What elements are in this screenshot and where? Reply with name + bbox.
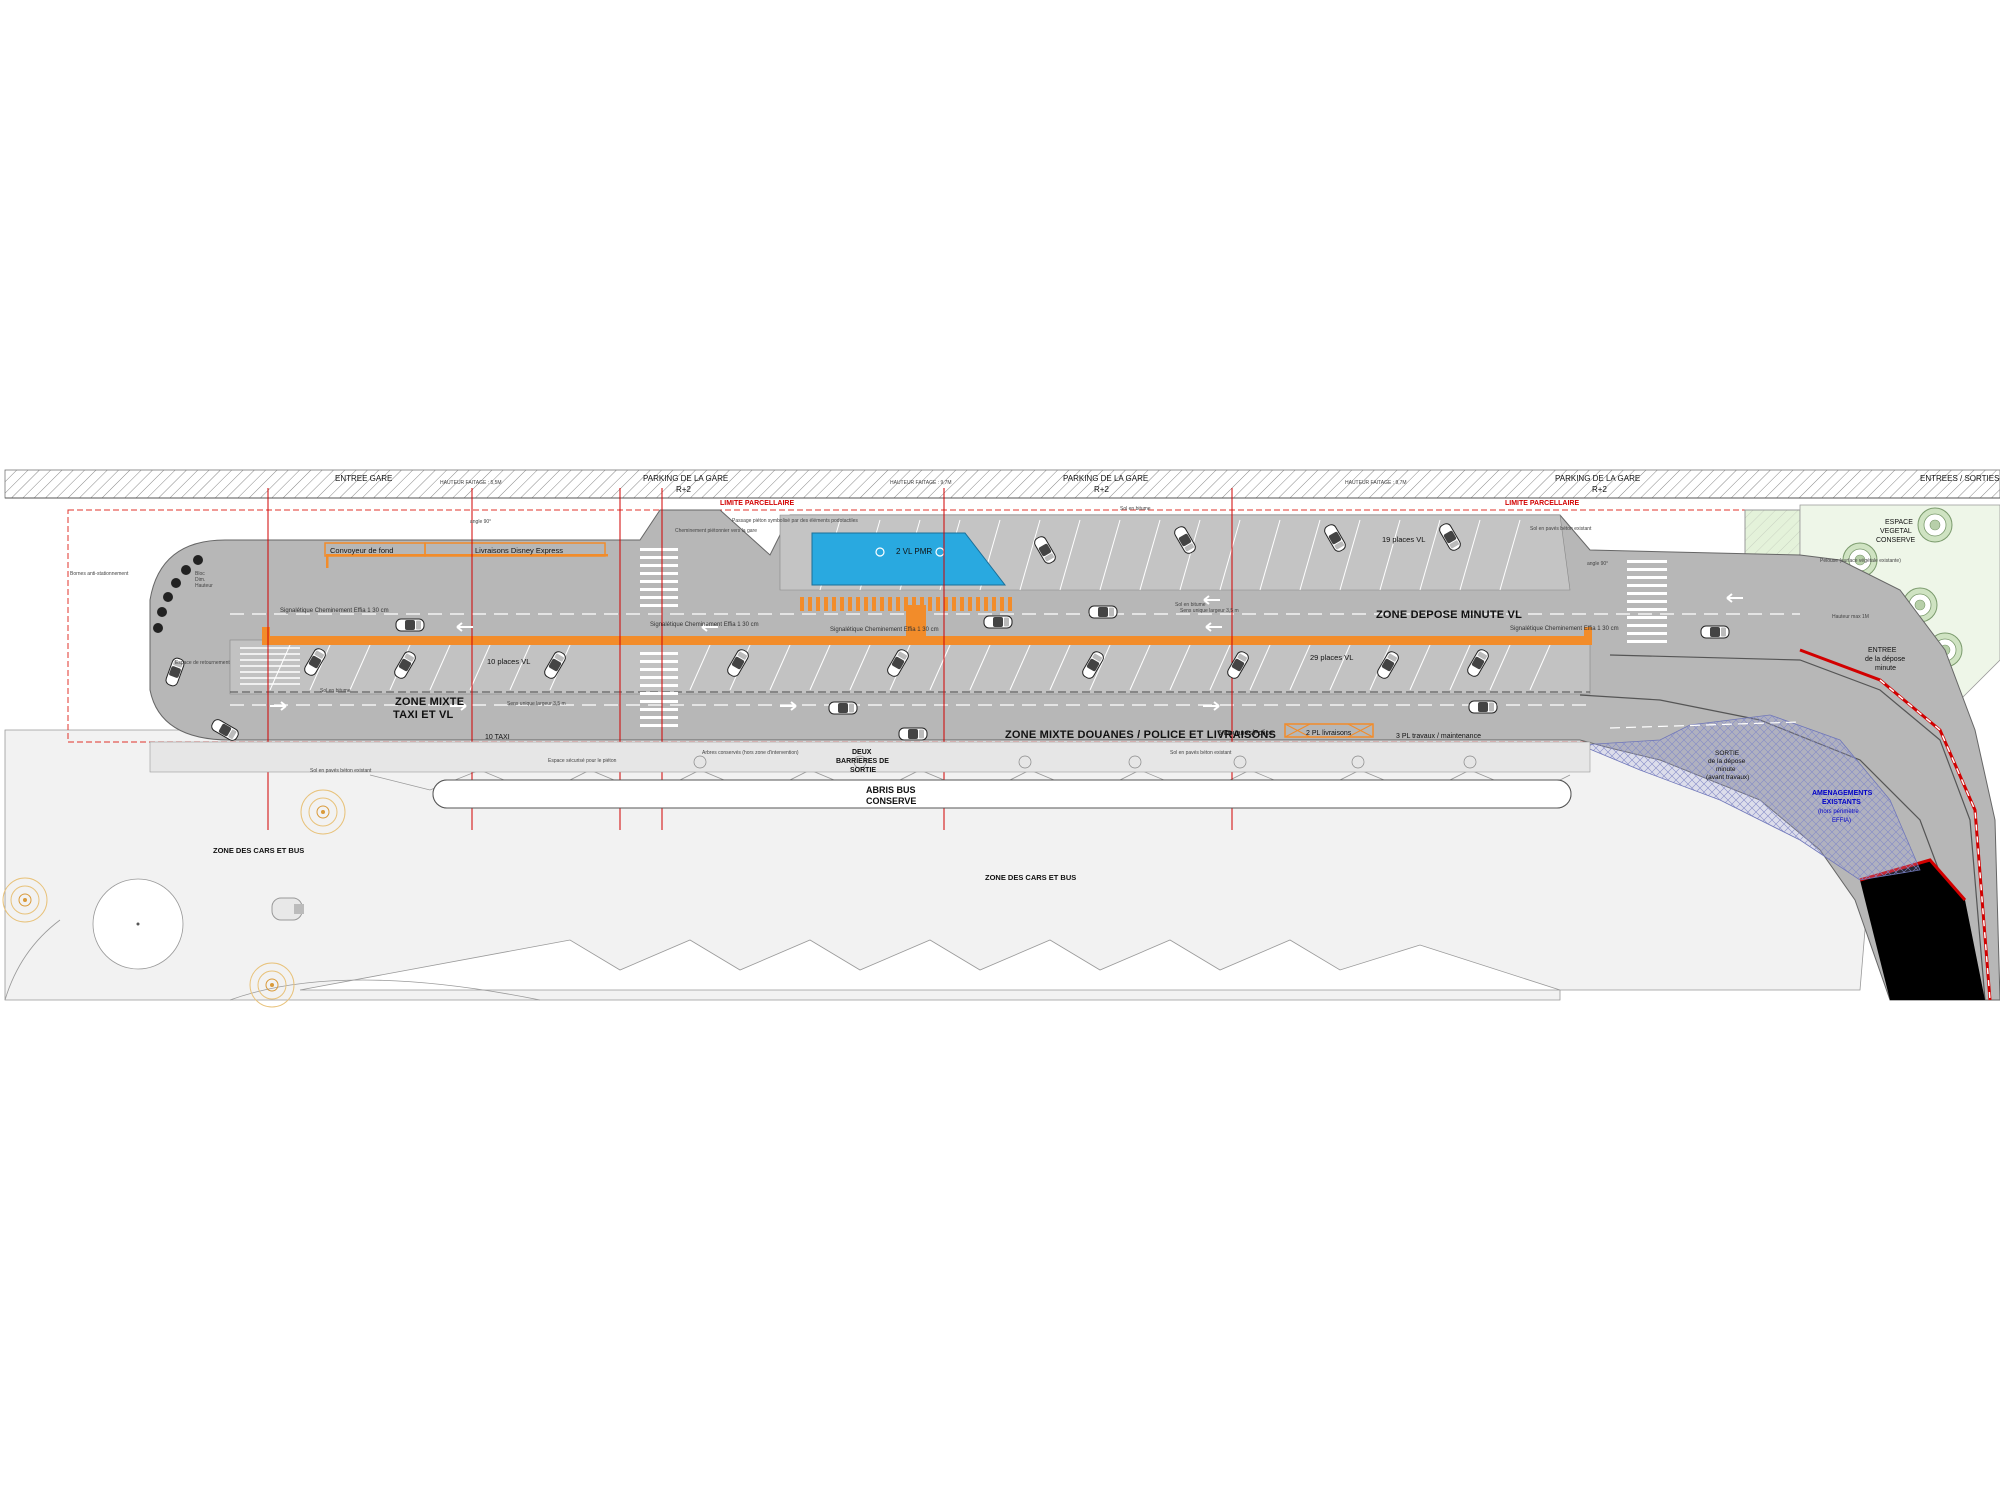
sortie-pieton-label: Espace sécurisé pour le piéton xyxy=(548,758,617,764)
top-building-strip xyxy=(4,469,2000,499)
bloc-info-label: Bloc xyxy=(195,571,205,577)
r2-label: R+2 xyxy=(1592,485,1607,494)
sol-paves-label: Sol en pavés béton existant xyxy=(310,768,372,774)
signaletique-label: Signalétique Cheminement Effia 1 30 cm xyxy=(650,622,759,628)
sortie-depose-label: SORTIE xyxy=(1715,750,1740,757)
r2-label: R+2 xyxy=(1094,485,1109,494)
sortie-depose-label: (avant travaux) xyxy=(1706,774,1749,781)
signaletique-label: Signalétique Cheminement Effia 1 30 cm xyxy=(1510,626,1619,632)
abris-bus-label: CONSERVE xyxy=(866,796,916,806)
sens-unique-label: Sens unique largeur 3,5 m xyxy=(507,701,566,707)
bornes-label: Bornes anti-stationnement xyxy=(70,571,129,577)
places-10-label: 10 places VL xyxy=(487,657,530,666)
limite-parcellaire-label: LIMITE PARCELLAIRE xyxy=(1505,500,1579,507)
sol-paves-label: Sol en pavés béton existant xyxy=(1170,750,1232,756)
livraisons-pl-label: 2 PL livraisons xyxy=(1306,730,1352,737)
sol-paves-label: Sol en pavés béton existant xyxy=(1530,526,1592,532)
bus-stop-markers xyxy=(693,755,1477,769)
espace-vegetal-label: CONSERVE xyxy=(1876,537,1915,544)
parking-label: PARKING DE LA GARE xyxy=(643,474,728,483)
bornes-left xyxy=(153,555,203,633)
zone-mixte-taxi-label: TAXI ET VL xyxy=(393,709,454,721)
cheminement-label: Cheminement piétonnier vers la gare xyxy=(675,528,757,534)
pelouse-label: Pelouse (surface végétale existante) xyxy=(1820,558,1901,564)
bloc-info-label: Dim. xyxy=(195,577,205,583)
hauteur-label: HAUTEUR FAITAGE : 9,7M xyxy=(1345,480,1407,486)
barrieres-label: DEUX xyxy=(852,749,872,756)
car-icon xyxy=(1468,700,1498,714)
zone-cars-bus-label: ZONE DES CARS ET BUS xyxy=(213,846,304,855)
places-19-label: 19 places VL xyxy=(1382,535,1425,544)
passage-label: Passage piéton symbolisé par des élément… xyxy=(732,518,858,524)
car-icon xyxy=(395,618,425,632)
arbres-label: Arbres conservés (hors zone d'interventi… xyxy=(702,750,799,756)
douanes-label: 6 Douanes/Police xyxy=(1218,730,1273,737)
entree-gare-label: ENTREE GARE xyxy=(335,474,392,483)
parking-label: PARKING DE LA GARE xyxy=(1555,474,1640,483)
car-icon xyxy=(828,701,858,715)
livraisons-label: Livraisons Disney Express xyxy=(475,546,563,555)
box-labels: Convoyeur de fond Livraisons Disney Expr… xyxy=(330,535,1481,741)
zebra-crossing xyxy=(640,548,1667,727)
limit-labels: LIMITE PARCELLAIRE LIMITE PARCELLAIRE xyxy=(720,500,1579,507)
barrieres-label: BARRIERES DE xyxy=(836,758,889,765)
amenagements-label: AMENAGEMENTS xyxy=(1812,790,1873,797)
amenagements-label: EFFIA) xyxy=(1832,818,1851,824)
hauteur-label: HAUTEUR FAITAGE : 5,5M xyxy=(440,480,502,486)
parking-label: PARKING DE LA GARE xyxy=(1063,474,1148,483)
loading-boxes xyxy=(324,542,1374,738)
car-icon xyxy=(898,727,928,741)
zone-labels: ZONE DEPOSE MINUTE VL ZONE MIXTE TAXI ET… xyxy=(213,519,1915,882)
section-lines xyxy=(267,488,1233,830)
zone-depose-minute-label: ZONE DEPOSE MINUTE VL xyxy=(1376,609,1522,621)
pmr-crossing xyxy=(800,597,1012,611)
car-icon xyxy=(983,615,1013,629)
espace-retournement-label: Espace de retournement xyxy=(175,660,230,666)
taxi-zone-stripes xyxy=(240,647,300,685)
abris-bus-label: ABRIS BUS xyxy=(866,785,916,795)
main-road xyxy=(149,509,2000,1001)
limite-parcellaire-label: LIMITE PARCELLAIRE xyxy=(720,500,794,507)
signaletique-label: Signalétique Cheminement Effia 1 30 cm xyxy=(830,627,939,633)
signaletique-label: Signalétique Cheminement Effia 1 30 cm xyxy=(280,608,389,614)
angle-label: angle 90° xyxy=(470,519,491,525)
taxi-label: 10 TAXI xyxy=(485,734,510,741)
hauteur-max-label: Hauteur max 1M xyxy=(1832,614,1869,620)
barrieres-label: SORTIE xyxy=(850,767,876,774)
sens-unique-label: Sens unique largeur 3,5 m xyxy=(1180,608,1239,614)
amenagements-label: EXISTANTS xyxy=(1822,799,1861,806)
car-icon xyxy=(1088,605,1118,619)
espace-vegetal-label: ESPACE xyxy=(1885,519,1913,526)
entree-depose-label: de la dépose xyxy=(1865,656,1905,663)
sol-bitume-label: Sol en bitume xyxy=(1175,602,1206,608)
sol-bitume-label: Sol en bitume xyxy=(320,688,351,694)
entree-depose-label: minute xyxy=(1875,665,1896,672)
zone-mixte-douanes-label: ZONE MIXTE DOUANES / POLICE ET LIVRAISON… xyxy=(1005,729,1276,741)
pmr-label: 2 VL PMR xyxy=(896,547,932,556)
r2-label: R+2 xyxy=(676,485,691,494)
pmr-zone xyxy=(811,532,1007,586)
convoyeur-label: Convoyeur de fond xyxy=(330,546,393,555)
sol-bitume-label: Sol en bitume xyxy=(1120,506,1151,512)
car-icon xyxy=(1700,625,1730,639)
annotations: Signalétique Cheminement Effia 1 30 cm S… xyxy=(70,506,1901,774)
sortie-depose-label: de la dépose xyxy=(1708,758,1746,765)
sortie-depose-label: minute xyxy=(1716,766,1736,773)
hauteur-label: HAUTEUR FAITAGE : 9,7M xyxy=(890,480,952,486)
entree-depose-label: ENTREE xyxy=(1868,647,1897,654)
entrees-sorties-label: ENTREES / SORTIES P xyxy=(1920,474,2000,483)
zone-cars-bus-label: ZONE DES CARS ET BUS xyxy=(985,873,1076,882)
pavement-strip xyxy=(149,741,1591,773)
places-29-label: 29 places VL xyxy=(1310,653,1353,662)
angle-label: angle 90° xyxy=(1587,561,1608,567)
bloc-info-label: Hauteur xyxy=(195,583,213,589)
travaux-label: 3 PL travaux / maintenance xyxy=(1396,733,1481,740)
amenagements-label: (hors périmètre xyxy=(1818,809,1859,815)
header-labels: ENTREE GARE HAUTEUR FAITAGE : 5,5M PARKI… xyxy=(335,474,2000,494)
zone-mixte-taxi-label: ZONE MIXTE xyxy=(395,696,464,708)
espace-vegetal-label: VEGETAL xyxy=(1880,528,1912,535)
